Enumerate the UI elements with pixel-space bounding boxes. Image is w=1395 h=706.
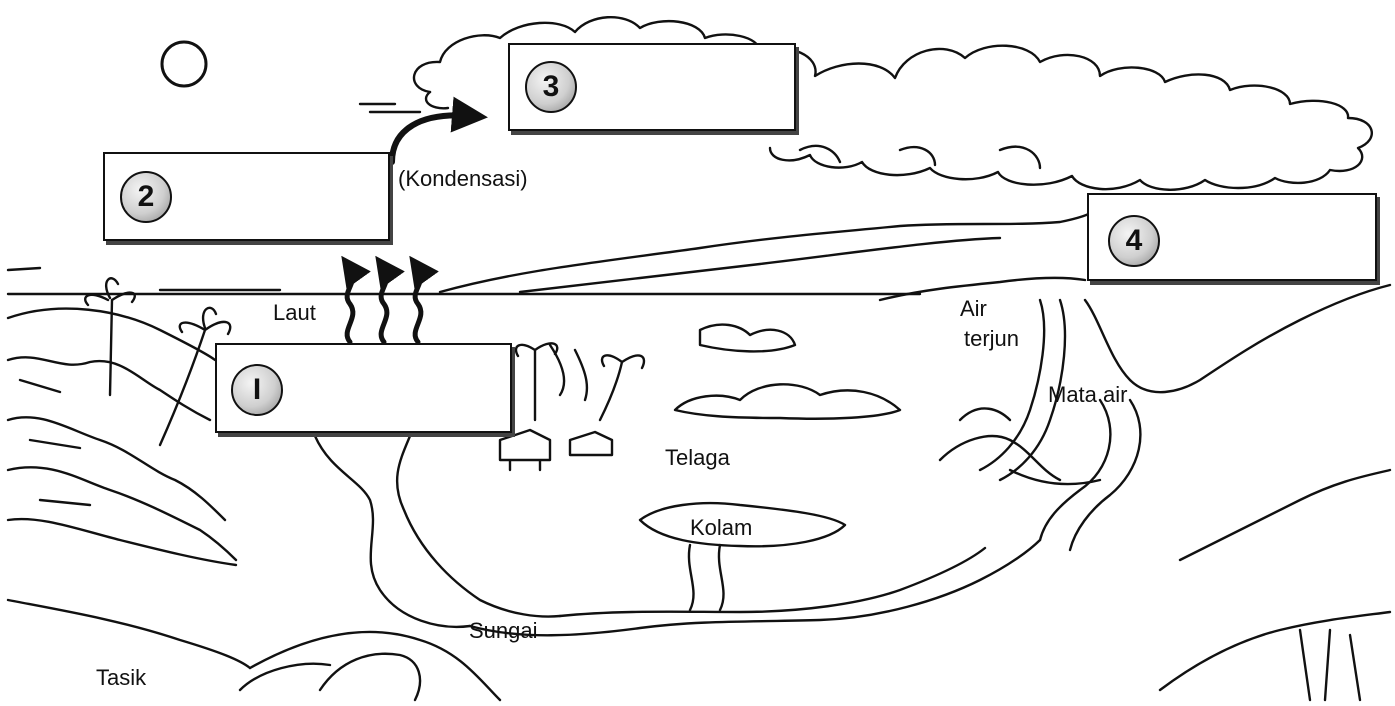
number-badge-3: 3: [525, 61, 577, 113]
label-sungai: Sungai: [469, 618, 538, 643]
label-kolam: Kolam: [690, 515, 753, 540]
kolam-pond: [638, 501, 847, 548]
label-laut: Laut: [273, 300, 316, 325]
label-telaga: Telaga: [665, 445, 730, 470]
number-badge-1: I: [231, 364, 283, 416]
evaporation-arrow: [341, 255, 371, 345]
cloud-shape: [412, 15, 1373, 191]
condensation-arrow: [389, 96, 488, 165]
label-terjun: terjun: [964, 326, 1020, 351]
label-kondensasi: (Kondensasi): [398, 166, 528, 191]
number-badge-2: 2: [120, 171, 172, 223]
evaporation-arrow: [375, 255, 405, 345]
number-badge-4: 4: [1108, 215, 1160, 267]
evaporation-arrow: [409, 255, 439, 345]
label-air: Air: [960, 296, 987, 321]
label-mata-air: Mata air: [1048, 382, 1128, 407]
label-tasik: Tasik: [96, 665, 147, 690]
sun-icon: [160, 40, 208, 88]
answer-box-1[interactable]: [215, 343, 512, 433]
